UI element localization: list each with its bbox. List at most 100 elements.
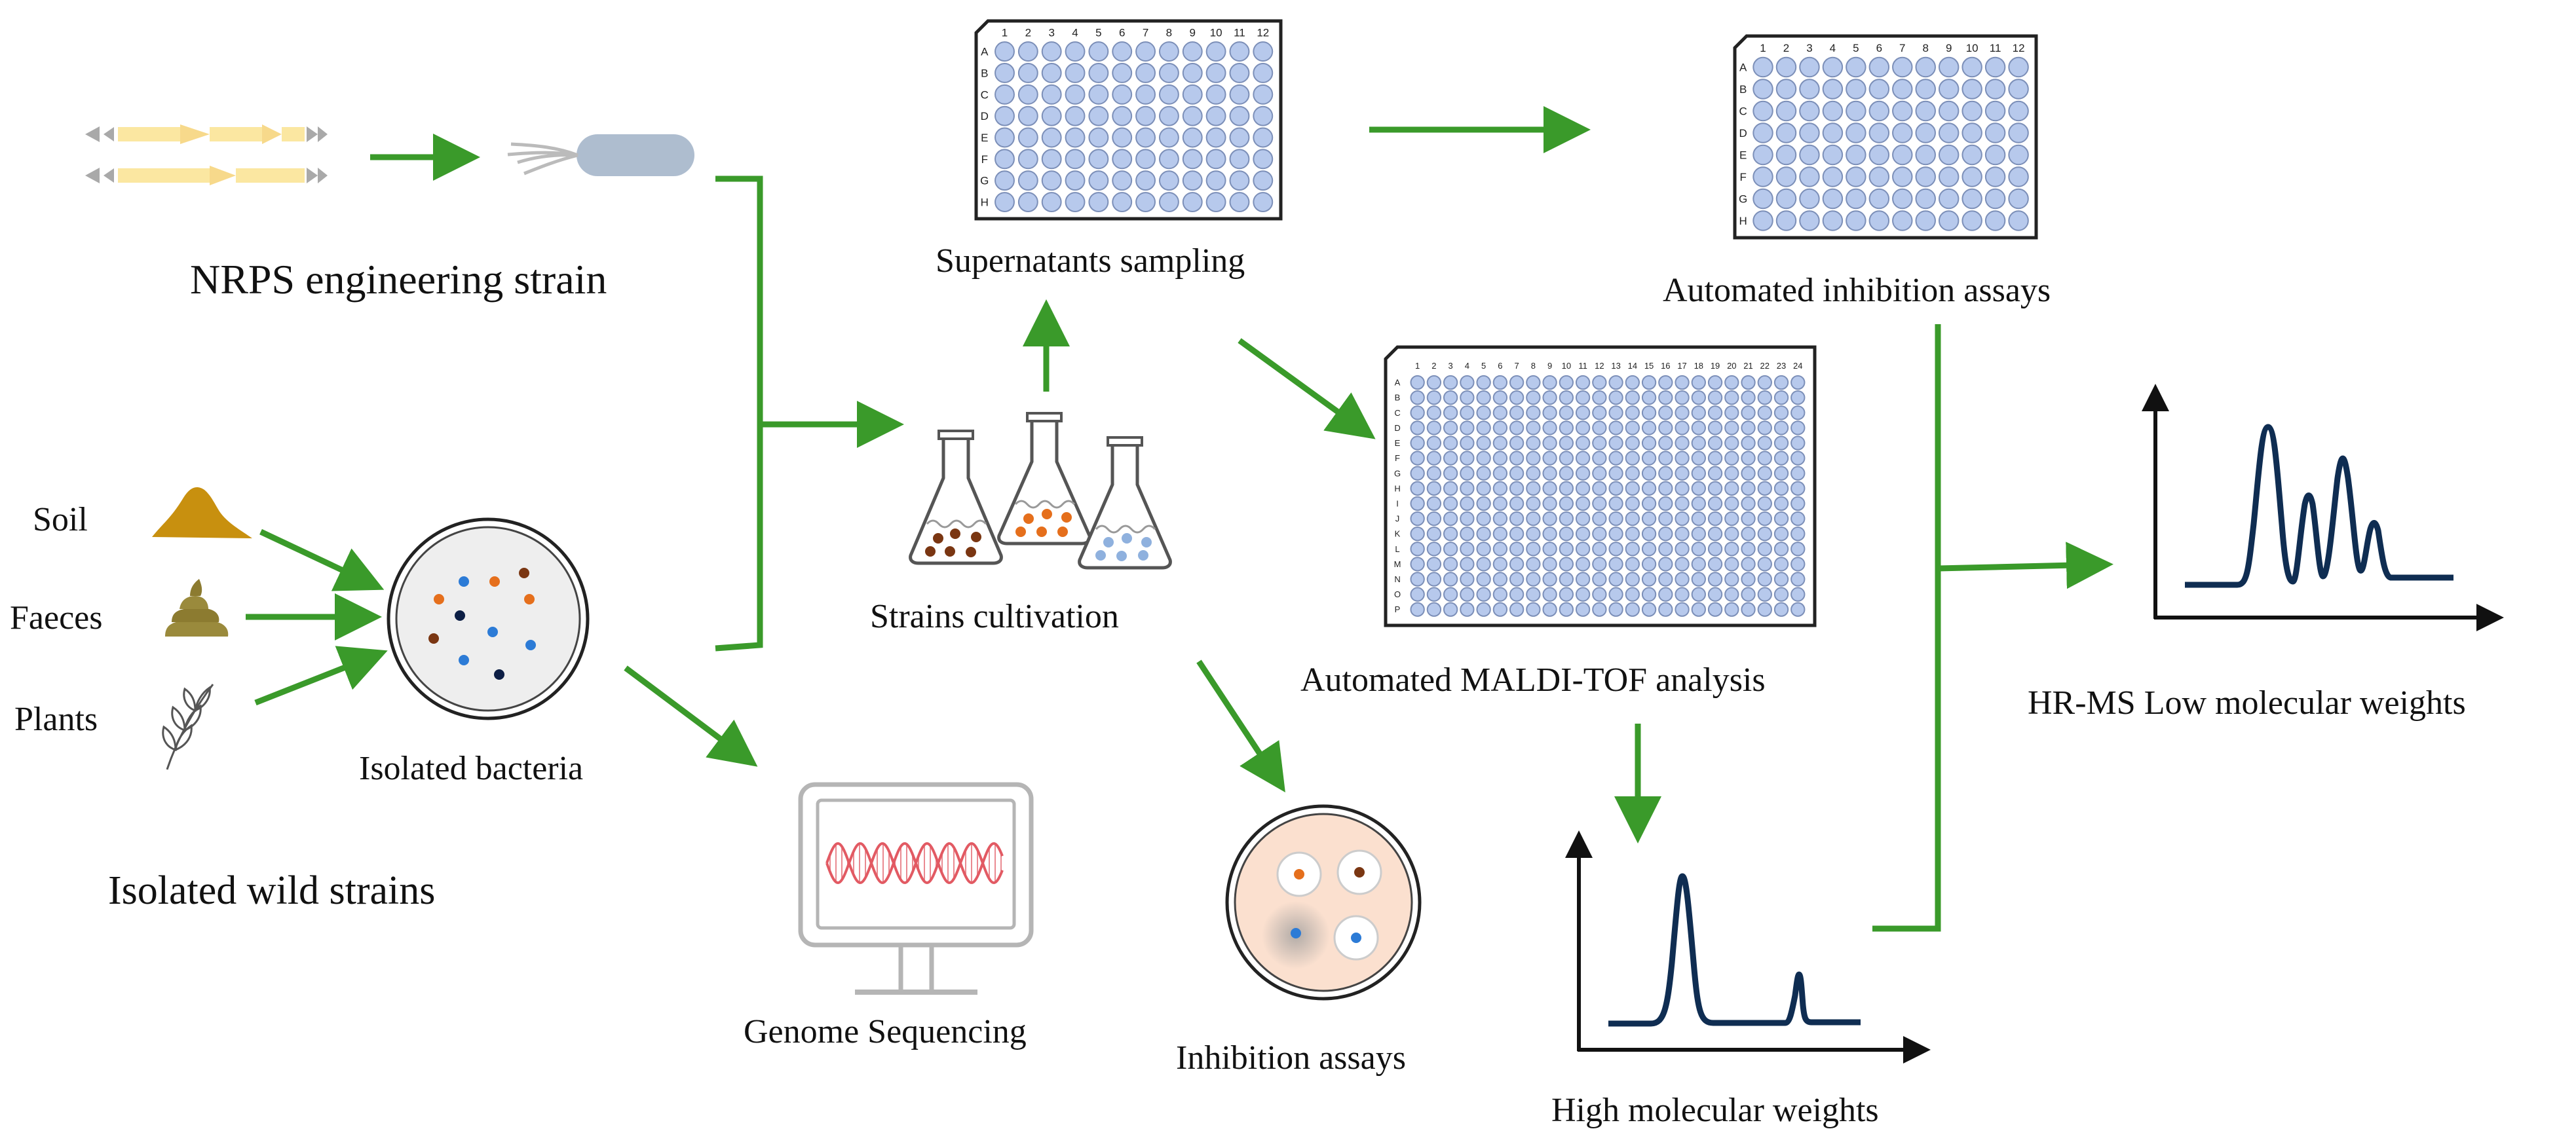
plate-well	[1984, 144, 2006, 166]
plate-row-label: M	[1394, 559, 1401, 569]
plate-well	[1822, 79, 1844, 100]
plate-well	[1707, 587, 1723, 602]
plate-row-label: A	[1395, 378, 1401, 388]
flask-cultivation-icon	[909, 412, 1172, 570]
plate-well	[1961, 100, 1982, 122]
plate-well	[1135, 41, 1156, 62]
plate-well	[1938, 188, 1960, 210]
plate-row-label: O	[1394, 589, 1401, 599]
plate-well	[1476, 526, 1491, 542]
plate-well	[1410, 390, 1425, 405]
plate-well	[1460, 542, 1475, 557]
label-genome-sequencing: Genome Sequencing	[744, 1013, 1027, 1050]
plate-well	[1658, 526, 1673, 542]
plate-well	[1410, 375, 1425, 390]
plate-well	[1509, 511, 1525, 527]
plate-row-label: F	[1739, 171, 1746, 183]
plate-well	[1443, 496, 1458, 511]
plate-well	[1492, 466, 1508, 481]
label-faeces: Faeces	[10, 599, 102, 637]
plate-well	[1410, 572, 1425, 587]
plate-well	[1675, 496, 1690, 511]
plate-well	[994, 105, 1015, 126]
plate-well	[1410, 526, 1425, 542]
plate-well	[1542, 526, 1557, 542]
plate-well	[1773, 511, 1789, 527]
plate-well	[1790, 435, 1806, 451]
plate-well	[1707, 511, 1723, 527]
spectrum-high-mw-icon	[1565, 830, 1931, 1064]
plate-well	[1426, 405, 1442, 420]
plate-well	[1526, 526, 1541, 542]
plate-well	[1088, 149, 1109, 170]
plate-well	[1205, 105, 1226, 126]
plate-well	[1542, 390, 1557, 405]
plate-well	[2008, 100, 2029, 122]
plate-col-label: 11	[1234, 27, 1245, 39]
plate-well	[1443, 466, 1458, 481]
plate-row-label: H	[1739, 215, 1747, 227]
plate-well	[1575, 542, 1591, 557]
plate-well	[1410, 557, 1425, 572]
plate-well	[1205, 127, 1226, 148]
plate-well	[1641, 420, 1657, 435]
plate-well	[1892, 56, 1913, 78]
plate-row-label: G	[980, 175, 989, 187]
plate-col-label: 7	[1143, 27, 1148, 39]
plate-well	[1707, 602, 1723, 617]
plate-well	[1773, 542, 1789, 557]
plate-well	[1984, 188, 2006, 210]
plate-row-label: A	[981, 46, 989, 58]
plate-well	[1790, 542, 1806, 557]
plate-well	[1790, 405, 1806, 420]
plate-well	[1741, 420, 1756, 435]
plate-well	[1426, 375, 1442, 390]
plate-well	[1460, 466, 1475, 481]
plate-well	[1752, 100, 1773, 122]
plate-well	[1065, 63, 1086, 83]
plate-well	[1724, 466, 1739, 481]
plate-well	[1892, 122, 1913, 143]
plate-well	[1443, 375, 1458, 390]
plate-well	[1608, 587, 1623, 602]
plate-well	[1675, 466, 1690, 481]
plate-well	[1868, 122, 1890, 143]
plate-well	[1675, 390, 1690, 405]
plate-well	[1476, 496, 1491, 511]
plate-well	[1741, 557, 1756, 572]
plate-well	[1575, 572, 1591, 587]
plate-well	[1205, 170, 1226, 191]
plate-well	[1641, 572, 1657, 587]
plate-well	[1526, 587, 1541, 602]
plate-well	[1410, 602, 1425, 617]
plate-well	[1426, 466, 1442, 481]
plate-well	[1799, 144, 1820, 166]
plate-well	[1741, 466, 1756, 481]
plate-well	[1608, 542, 1623, 557]
plate-row-label: A	[1739, 61, 1747, 73]
plate-well	[1790, 481, 1806, 496]
label-strains-cultivation: Strains cultivation	[870, 598, 1119, 635]
plate-well	[1773, 572, 1789, 587]
plate-col-label: 4	[1830, 42, 1836, 54]
plate-row-label: C	[1739, 105, 1747, 117]
plate-well	[1426, 435, 1442, 451]
plate-well	[1868, 210, 1890, 231]
plate-well	[1707, 542, 1723, 557]
plate-well	[1775, 100, 1797, 122]
plate-well	[1790, 466, 1806, 481]
plate-col-label: 12	[1595, 361, 1604, 371]
plate-well	[1938, 210, 1960, 231]
plate-well	[1575, 420, 1591, 435]
plate-well	[1625, 526, 1640, 542]
plate-well	[1892, 100, 1913, 122]
plate-well	[1724, 511, 1739, 527]
plate-col-label: 17	[1677, 361, 1686, 371]
plate-well	[1575, 405, 1591, 420]
plate-well	[1984, 210, 2006, 231]
plate-col-label: 8	[1531, 361, 1536, 371]
plate-well	[1675, 542, 1690, 557]
plate-well	[994, 84, 1015, 105]
plate-well	[1205, 84, 1226, 105]
plate-well	[1426, 390, 1442, 405]
